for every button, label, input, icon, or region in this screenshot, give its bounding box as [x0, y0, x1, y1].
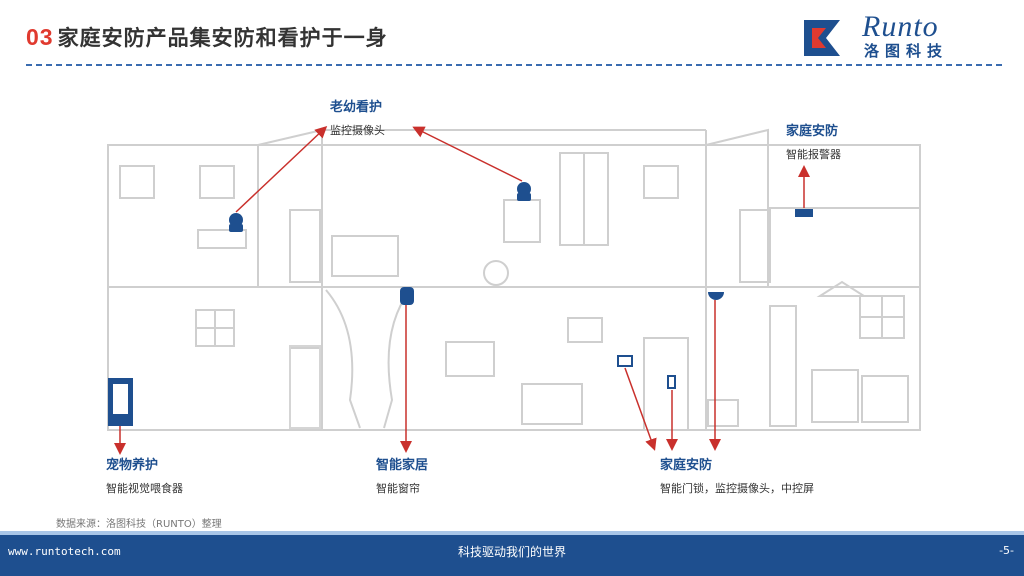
footer-bar: www.runtotech.com 科技驱动我们的世界 -5-	[0, 531, 1024, 576]
label-pet-care: 宠物养护	[106, 458, 159, 473]
label-elderly-care: 老幼看护	[330, 100, 383, 115]
logo-cn: 洛图科技	[864, 42, 949, 60]
footer-band	[0, 531, 1024, 535]
data-source-note: 数据来源：洛图科技（RUNTO）整理	[56, 519, 222, 530]
footer-url[interactable]: www.runtotech.com	[8, 545, 121, 558]
sub-home-security-devices: 智能门锁，监控摄像头，中控屏	[660, 482, 814, 495]
label-home-security: 家庭安防	[660, 458, 713, 473]
sub-elderly-camera: 监控摄像头	[330, 124, 385, 137]
title-text: 家庭安防产品集安防和看护于一身	[57, 26, 388, 50]
page-number: -5-	[999, 544, 1014, 557]
sub-pet-feeder: 智能视觉喂食器	[106, 482, 183, 495]
label-alarm: 家庭安防	[786, 124, 839, 139]
runto-logo-icon	[804, 20, 840, 56]
header-divider	[26, 64, 1002, 66]
sub-alarm: 智能报警器	[786, 148, 841, 161]
footer-slogan: 科技驱动我们的世界	[457, 545, 566, 559]
section-number: 03	[26, 24, 54, 50]
logo-wordmark: Runto	[862, 10, 939, 43]
sub-smart-curtain: 智能窗帘	[376, 482, 420, 495]
label-smart-home: 智能家居	[376, 458, 429, 473]
